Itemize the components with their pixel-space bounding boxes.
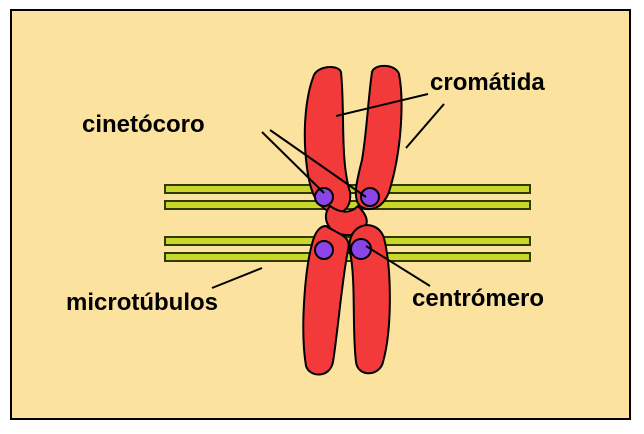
kinetochore bbox=[351, 239, 371, 259]
kinetochore-label: cinetócoro bbox=[82, 111, 205, 138]
kinetochore bbox=[315, 188, 333, 206]
kinetochore bbox=[361, 188, 379, 206]
centromere-label: centrómero bbox=[412, 285, 544, 312]
chromatid-label: cromátida bbox=[430, 69, 545, 96]
microtubules-label: microtúbulos bbox=[66, 289, 218, 316]
kinetochore bbox=[315, 241, 333, 259]
